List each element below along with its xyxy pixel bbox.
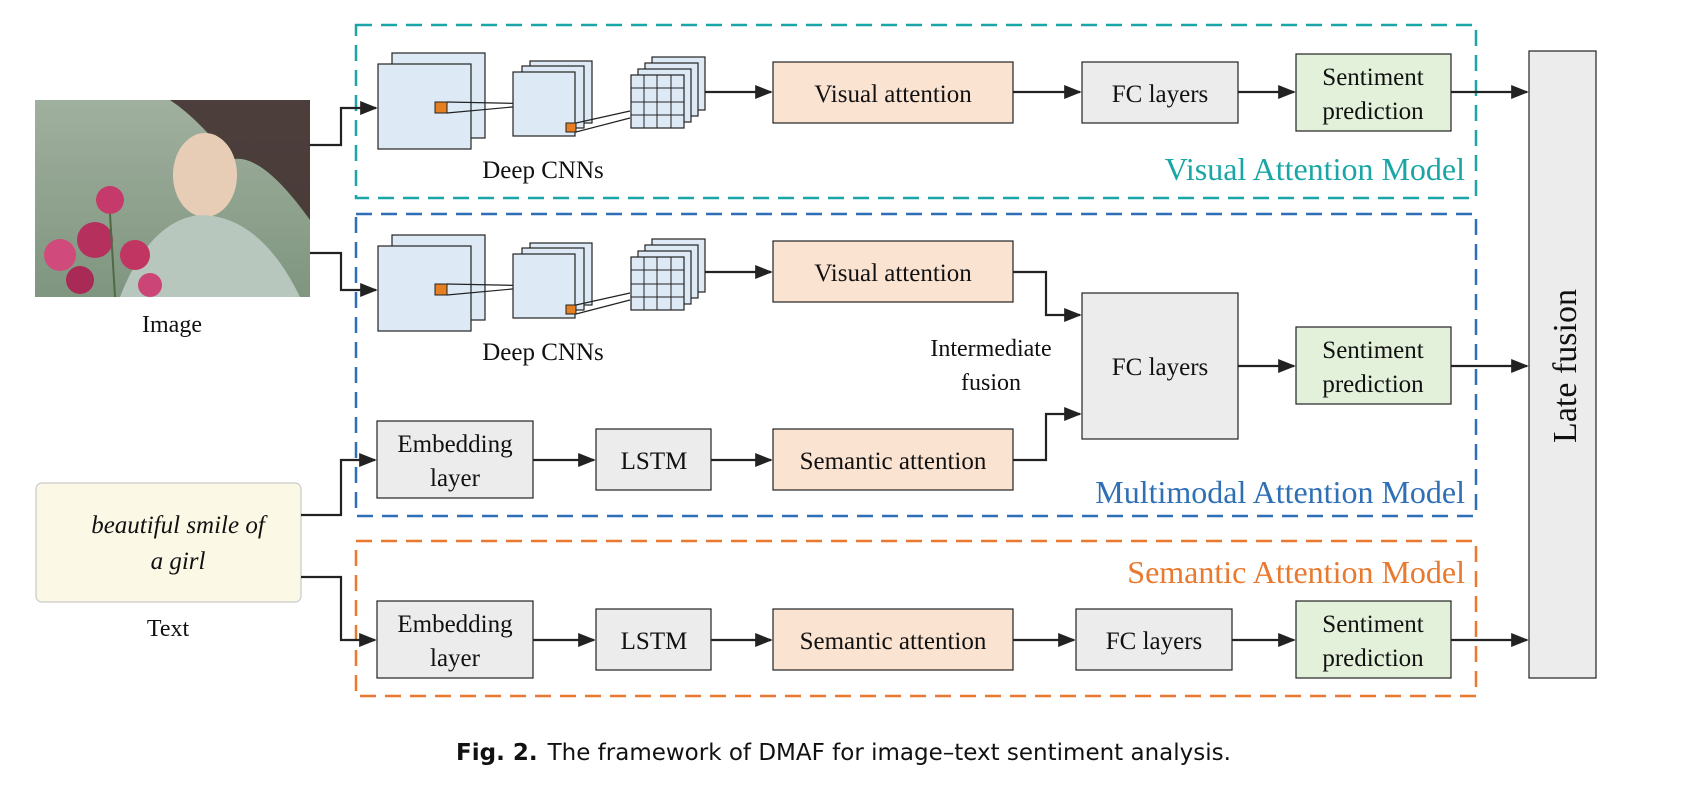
fc-layers-label-visual: FC layers xyxy=(1112,81,1209,108)
multimodal-attention-model-frame xyxy=(354,212,1478,518)
semantic-attention-label-multimodal: Semantic attention xyxy=(800,448,987,475)
visual-attention-label-multimodal: Visual attention xyxy=(814,260,972,287)
multimodal-attention-model-title: Multimodal Attention Model xyxy=(1095,474,1465,510)
deep-cnns-label-visual: Deep CNNs xyxy=(482,157,604,184)
lstm-label-multimodal: LSTM xyxy=(621,448,688,475)
caption-prefix: Fig. 2. xyxy=(456,740,538,766)
embedding-line1-semantic: Embedding xyxy=(397,611,513,638)
text-sample-line2: a girl xyxy=(151,548,206,575)
visual-attention-label: Visual attention xyxy=(814,81,972,108)
semantic-attention-model-frame xyxy=(354,539,1478,698)
sentiment-prediction-line2-multimodal: prediction xyxy=(1322,371,1424,398)
semantic-attention-box-multimodal xyxy=(772,428,1014,491)
sentiment-prediction-line2-semantic: prediction xyxy=(1322,645,1424,672)
intermediate-fusion-line1: Intermediate xyxy=(930,336,1051,362)
sentiment-prediction-line2-visual: prediction xyxy=(1322,98,1424,125)
embedding-line2-semantic: layer xyxy=(430,645,481,672)
late-fusion-label: Late fusion xyxy=(1547,289,1584,443)
sentiment-prediction-box-multimodal xyxy=(1295,326,1452,405)
sentiment-prediction-line1-visual: Sentiment xyxy=(1322,64,1423,91)
deep-cnns-label-multimodal: Deep CNNs xyxy=(482,339,604,366)
embedding-layer-box-multimodal xyxy=(376,420,534,499)
fc-layers-box-semantic xyxy=(1075,608,1233,671)
embedding-layer-box-semantic xyxy=(376,600,534,679)
text-input-box xyxy=(35,482,302,603)
visual-attention-model-frame xyxy=(354,23,1478,200)
figure-caption: Fig. 2. The framework of DMAF for image–t… xyxy=(0,740,1687,766)
connector-arrows xyxy=(301,84,1529,648)
caption-text: The framework of DMAF for image–text sen… xyxy=(547,740,1231,766)
late-fusion-box xyxy=(1528,50,1597,679)
fc-layers-label-multimodal: FC layers xyxy=(1112,354,1209,381)
framework-diagram: Image beautiful smile of a girl Text Vis… xyxy=(35,23,1597,698)
embedding-line2-multimodal: layer xyxy=(430,465,481,492)
semantic-attention-box-semantic xyxy=(772,608,1014,671)
fc-layers-box-visual xyxy=(1081,61,1239,124)
fc-layers-box-multimodal xyxy=(1081,292,1239,440)
embedding-line1-multimodal: Embedding xyxy=(397,431,513,458)
visual-attention-box xyxy=(772,61,1014,124)
deep-cnn-stack-multimodal xyxy=(377,234,706,332)
fc-layers-label-semantic: FC layers xyxy=(1106,628,1203,655)
deep-cnn-stack-visual xyxy=(377,52,706,150)
text-label: Text xyxy=(147,616,190,642)
photo-of-girl-with-flowers-icon xyxy=(35,100,310,298)
sentiment-prediction-line1-semantic: Sentiment xyxy=(1322,611,1423,638)
intermediate-fusion-line2: fusion xyxy=(961,370,1021,396)
lstm-label-semantic: LSTM xyxy=(621,628,688,655)
semantic-attention-model-title: Semantic Attention Model xyxy=(1127,554,1465,590)
visual-attention-model-title: Visual Attention Model xyxy=(1165,151,1465,187)
semantic-attention-label-semantic: Semantic attention xyxy=(800,628,987,655)
visual-attention-box-multimodal xyxy=(772,240,1014,303)
text-sample-line1: beautiful smile of xyxy=(91,512,268,539)
lstm-box-multimodal xyxy=(595,428,712,491)
sentiment-prediction-line1-multimodal: Sentiment xyxy=(1322,337,1423,364)
image-label: Image xyxy=(142,312,202,338)
lstm-box-semantic xyxy=(595,608,712,671)
